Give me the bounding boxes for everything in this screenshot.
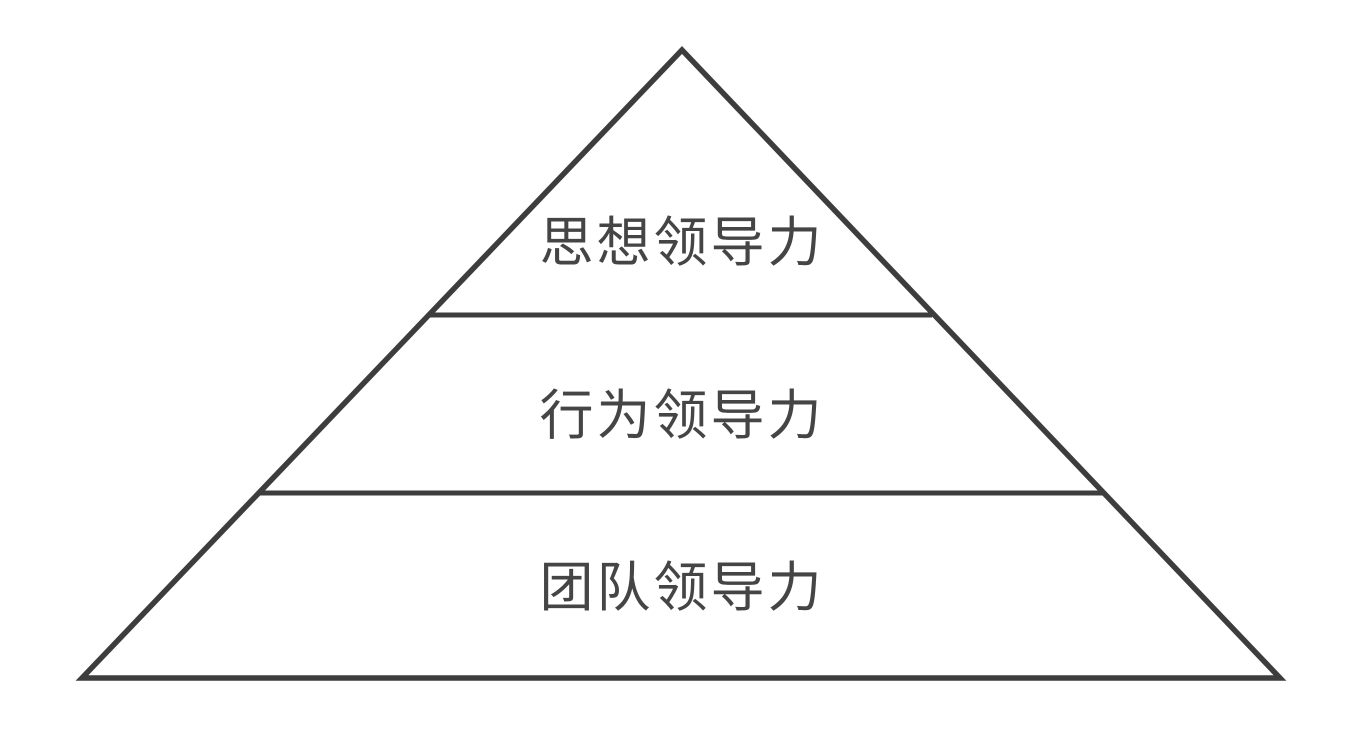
level-label-middle: 行为领导力 <box>540 384 825 447</box>
level-label-top: 思想领导力 <box>540 211 825 274</box>
pyramid-outline <box>75 46 1287 681</box>
level-label-bottom: 团队领导力 <box>540 556 825 619</box>
